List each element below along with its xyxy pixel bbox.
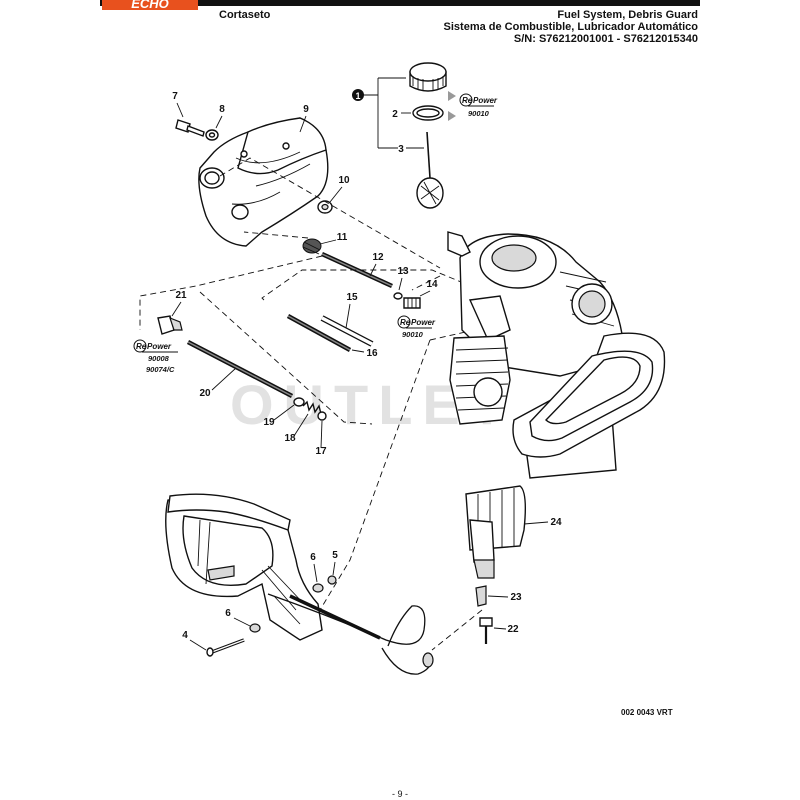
washer-6b-part <box>249 623 261 633</box>
pin-4-part <box>206 638 245 657</box>
fuel-filter-part <box>416 131 444 209</box>
svg-text:90008: 90008 <box>148 354 170 363</box>
hose-12-part <box>321 251 393 289</box>
callout-5: 5 <box>332 550 338 561</box>
engine-assembly <box>447 231 666 479</box>
title-line-2: Sistema de Combustible, Lubricador Autom… <box>443 21 698 33</box>
callout-16: 16 <box>366 348 378 359</box>
callout-20: 20 <box>199 388 211 399</box>
tube-15-part <box>320 315 374 347</box>
callout-9: 9 <box>303 104 309 115</box>
ball-17-part <box>317 411 327 421</box>
svg-text:Power: Power <box>473 96 498 105</box>
spring-18-part <box>302 400 322 415</box>
callout-23: 23 <box>510 592 522 603</box>
svg-text:Re: Re <box>462 96 473 105</box>
washer-6a-part <box>312 583 324 593</box>
callout-7: 7 <box>172 91 178 102</box>
svg-text:Power: Power <box>411 318 436 327</box>
filter-21-part <box>157 315 183 335</box>
fitting-14-part <box>403 297 421 309</box>
callout-22: 22 <box>507 624 519 635</box>
callout-1: 1 <box>355 91 360 101</box>
callout-12: 12 <box>372 252 384 263</box>
debris-guard-part <box>465 485 527 579</box>
oring-13-part <box>393 292 403 300</box>
callout-13: 13 <box>397 266 409 277</box>
pump-11-part <box>302 238 322 255</box>
svg-text:90074/C: 90074/C <box>146 365 175 374</box>
svg-text:Power: Power <box>147 342 172 351</box>
callout-18: 18 <box>284 433 296 444</box>
cap-gasket-part <box>412 105 444 121</box>
screw-7-part <box>175 119 205 137</box>
repower-badge-c: Re Power 90008 90074/C <box>133 339 178 374</box>
drawing-code: 002 0043 VRT <box>621 708 673 717</box>
callout-17: 17 <box>315 446 327 457</box>
fuel-cap-part <box>409 62 447 92</box>
svg-text:Re: Re <box>136 342 147 351</box>
callout-10: 10 <box>338 175 350 186</box>
callout-6b: 6 <box>225 608 231 619</box>
page-title-block: Fuel System, Debris Guard Sistema de Com… <box>444 9 698 45</box>
callout-24: 24 <box>550 517 562 528</box>
callout-21: 21 <box>175 290 187 301</box>
callout-19: 19 <box>263 417 275 428</box>
callout-2: 2 <box>392 109 398 120</box>
fuel-tank-part <box>198 117 329 247</box>
svg-text:ECHO: ECHO <box>131 0 169 10</box>
callout-14: 14 <box>426 279 438 290</box>
callout-15: 15 <box>346 292 358 303</box>
header-rule <box>100 0 700 6</box>
callout-3: 3 <box>398 144 404 155</box>
callout-6a: 6 <box>310 552 316 563</box>
svg-text:90010: 90010 <box>468 109 490 118</box>
hose-20-part <box>186 340 294 398</box>
screw-22-part <box>479 617 493 644</box>
oring-19-part <box>293 397 305 407</box>
serial-range: S/N: S76212001001 - S76212015340 <box>513 33 698 45</box>
svg-text:Re: Re <box>400 318 411 327</box>
repower-badge-a: Re Power 90010 <box>448 91 498 121</box>
title-line-1: Fuel System, Debris Guard <box>557 9 698 21</box>
echo-logo: ECHO <box>102 0 198 10</box>
clip-23-part <box>475 585 487 607</box>
hose-16-part <box>286 314 352 352</box>
callout-8: 8 <box>219 104 225 115</box>
svg-text:90010: 90010 <box>402 330 424 339</box>
page-number: - 9 - <box>391 789 408 799</box>
rear-handle-part <box>165 493 323 641</box>
product-name: Cortaseto <box>219 9 271 21</box>
callout-1-marker <box>352 89 364 101</box>
repower-badge-b: Re Power 90010 <box>397 315 436 339</box>
callout-4: 4 <box>182 630 188 641</box>
callout-11: 11 <box>337 232 348 243</box>
nut-5-part <box>327 575 337 585</box>
